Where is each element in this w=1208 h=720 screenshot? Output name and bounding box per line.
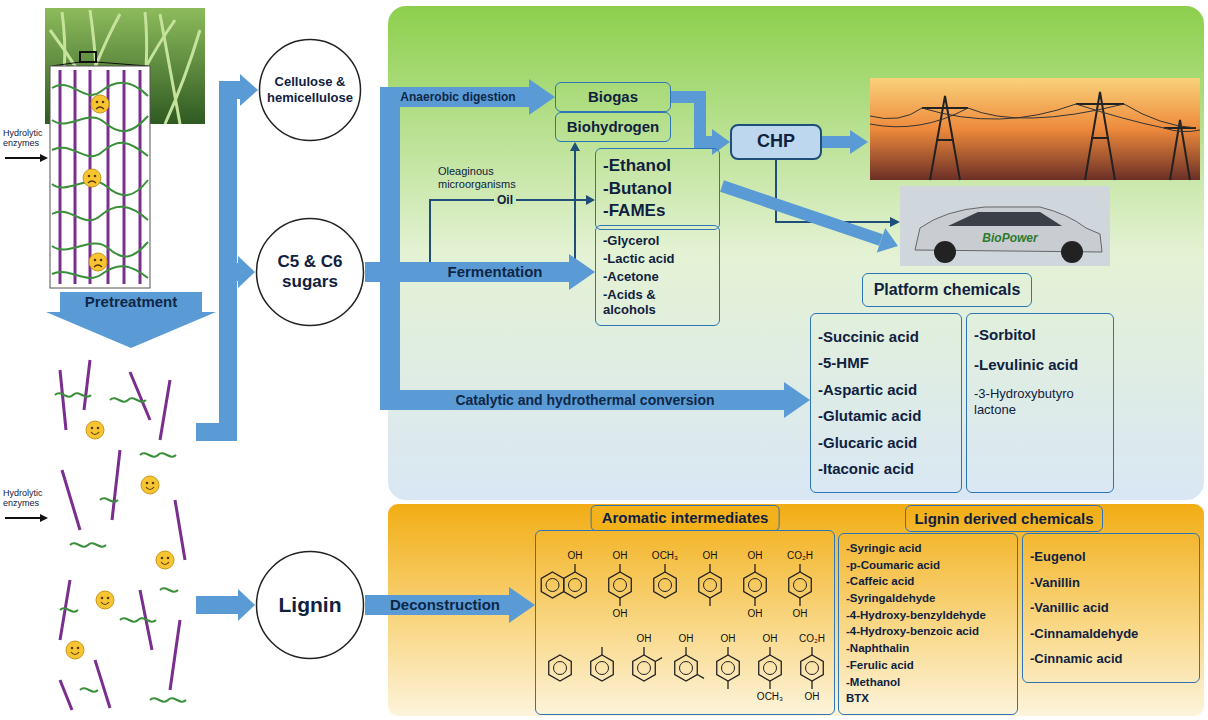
product-box: Biogas: [555, 82, 671, 112]
node-text: CHP: [757, 131, 795, 153]
node-text: -Sorbitol: [974, 326, 1036, 344]
fuel-to-car-arrows: [722, 160, 900, 253]
substituent-label: OH: [763, 634, 778, 644]
node-text: -Ethanol: [603, 156, 671, 176]
circle-shape: [257, 552, 364, 659]
substituent-label: OH: [679, 634, 694, 644]
node-text: -Syringic acid: [846, 542, 921, 556]
node-text: -Vanillic acid: [1030, 600, 1109, 616]
organism-label: Oleaginous microorganisms: [438, 165, 533, 190]
aromatic-structures: [541, 564, 823, 689]
node-text: -Acids & alcohols: [603, 287, 712, 318]
source-circle: Cellulose & hemicellulose: [258, 38, 362, 142]
node-text: -Glucaric acid: [818, 434, 917, 452]
flow-arrow: [365, 595, 509, 615]
node-text: -Naphthalin: [846, 642, 909, 656]
node-text: -Eugenol: [1030, 549, 1086, 565]
pretreatment-arrow: [46, 292, 216, 348]
box-heading: Aromatic intermediates: [591, 505, 780, 531]
node-text: Biohydrogen: [567, 118, 660, 136]
node-text: Cellulose & hemicellulose: [264, 74, 356, 105]
node-text: -p-Coumaric acid: [846, 559, 940, 573]
node-text: -4-Hydroxy-benzyldehyde: [846, 609, 986, 623]
node-text: Platform chemicals: [874, 280, 1021, 299]
substituent-label: OCH₃: [652, 551, 678, 561]
circle-shape: [257, 219, 364, 326]
chemical-list-box: -Sorbitol -Levulinic acid -3-Hydroxybutyro…: [966, 313, 1114, 493]
lignin-panel: [388, 504, 1204, 716]
node-text: -Syringaldehyde: [846, 592, 935, 606]
node-text: -Levulinic acid: [974, 356, 1078, 374]
node-text: -Lactic acid: [603, 251, 675, 267]
fibre-zoom: [5, 66, 150, 288]
node-text: -Aspartic acid: [818, 381, 917, 399]
node-text: -Cinnamaldehyde: [1030, 626, 1138, 642]
power-lines-photo: [870, 78, 1200, 180]
product-list-box: -Ethanol -Butanol-FAMEs: [595, 148, 720, 230]
node-text: -Cinnamic acid: [1030, 651, 1122, 667]
chp-box: CHP: [730, 124, 822, 160]
source-circle: C5 & C6 sugars: [255, 217, 365, 327]
product-list-box: -Glycerol -Lactic acid -Acetone -Acids & al…: [595, 225, 720, 326]
substituent-label: OCH₃: [757, 692, 783, 702]
edge-label: Fermentation: [444, 263, 545, 281]
node-text: -Ferulic acid: [846, 659, 914, 673]
chemical-list-box: -Eugenol -Vanillin -Vanillic acid -Cinnamal…: [1022, 533, 1200, 683]
node-text: -Caffeic acid: [846, 575, 914, 589]
node-text: -Glycerol: [603, 233, 659, 249]
substituent-label: CO₂H: [799, 634, 825, 644]
chp-to-grid-arrow: [822, 130, 868, 154]
source-circle: Lignin: [255, 550, 365, 660]
node-text: -Acetone: [603, 269, 659, 285]
fractionation-arrows: [196, 74, 258, 621]
edge-label: Deconstruction: [387, 596, 503, 614]
circle-shape: [260, 40, 361, 141]
enzyme-label: Hydrolytic enzymes: [3, 128, 48, 149]
node-text: -Itaconic acid: [818, 460, 914, 478]
substituent-label: OH: [748, 609, 763, 619]
chemical-list-box: -Syringic acid -p-Coumaric acid -Caffeic a…: [838, 533, 1018, 715]
node-text: Lignin derived chemicals: [914, 510, 1093, 528]
node-text: -Butanol: [603, 179, 672, 199]
substituent-label: OH: [613, 551, 628, 561]
node-text: C5 & C6 sugars: [262, 252, 359, 293]
car-photo: [900, 186, 1110, 266]
step-label: Pretreatment: [85, 293, 178, 310]
node-text: -3-Hydroxybutyro lactone: [974, 386, 1106, 417]
flow-arrow: [671, 97, 712, 142]
node-text: -Glutamic acid: [818, 407, 921, 425]
header-box: Platform chemicals: [862, 273, 1032, 307]
node-text: -FAMEs: [603, 201, 665, 221]
product-box: Biohydrogen: [555, 112, 671, 142]
node-text: Biogas: [588, 88, 638, 106]
node-text: -5-HMF: [818, 354, 869, 372]
substituent-label: OH: [748, 551, 763, 561]
enzyme-label: Hydrolytic enzymes: [3, 488, 48, 509]
node-text: -Vanillin: [1030, 575, 1080, 591]
chemical-list-box: -Succinic acid -5-HMF -Aspartic acid -Gluta…: [810, 313, 962, 493]
biofuel-panel: [388, 6, 1204, 500]
substituent-label: OH: [793, 609, 808, 619]
substituent-label: OH: [721, 634, 736, 644]
header-box: Lignin derived chemicals: [905, 505, 1103, 532]
fibre-fragments: [5, 360, 186, 710]
node-text: -Succinic acid: [818, 328, 919, 346]
node-text: Lignin: [279, 592, 342, 617]
substituent-label: OH: [637, 634, 652, 644]
car-logo-text: BioPower: [982, 232, 1037, 246]
edge-label: Anaerobic digestion: [397, 90, 518, 104]
substituent-label: OH: [568, 551, 583, 561]
node-text: BTX: [846, 692, 869, 706]
substituent-label: OH: [613, 609, 628, 619]
edge-label: Catalytic and hydrothermal conversion: [452, 392, 717, 409]
node-text: -4-Hydroxy-benzoic acid: [846, 625, 979, 639]
flow-arrow: [365, 272, 784, 400]
substituent-label: CO₂H: [787, 551, 813, 561]
substituent-label: OH: [703, 551, 718, 561]
substituent-label: OH: [805, 692, 820, 702]
node-text: -Methanol: [846, 676, 900, 690]
edge-label: Oil: [494, 193, 516, 207]
